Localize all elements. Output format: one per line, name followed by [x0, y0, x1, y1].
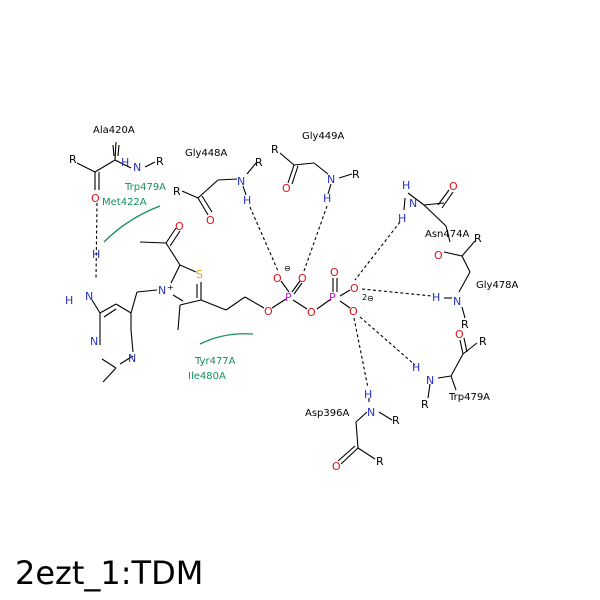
atom-r: R — [156, 155, 164, 168]
charge-minus: ⊖ — [367, 294, 374, 303]
atom-n: N — [327, 173, 335, 186]
atom-h: H — [323, 192, 331, 205]
atom-n: N — [426, 374, 434, 387]
atom-r: R — [474, 232, 482, 245]
atom-o: O — [206, 214, 215, 227]
hbond-trp479a — [359, 316, 416, 366]
hydrophobic-label-ile480a: Ile480A — [188, 371, 226, 382]
residue-label-asp396a: Asp396A — [305, 408, 349, 419]
atom-o: O — [455, 328, 464, 341]
atom-o: O — [434, 249, 443, 262]
atom-s: S — [196, 268, 203, 281]
hydrogen-bonds — [95, 202, 433, 389]
atom-o: O — [332, 460, 341, 473]
diagram-title: 2ezt_1:TDM — [15, 554, 203, 592]
atom-o: O — [298, 272, 307, 285]
atom-n: N — [237, 175, 245, 188]
hydrophobic-arc-tyr477a-ile480a — [199, 333, 254, 345]
residue-label-asn474a: Asn474A — [425, 229, 469, 240]
hbond-gly478a — [361, 288, 433, 297]
atom-h: H — [121, 156, 129, 169]
atom-n: N — [90, 335, 98, 348]
atom-r: R — [421, 398, 429, 411]
atom-r: R — [376, 455, 384, 468]
charge-plus: + — [167, 283, 174, 292]
atom-n: N — [367, 406, 375, 419]
atom-h: H — [402, 179, 410, 192]
hydrophobic-label-tyr477a: Tyr477A — [194, 356, 236, 367]
atom-o: O — [349, 305, 358, 318]
hydrophobic-labels: Trp479A Met422A Tyr477A Ile480A — [102, 182, 236, 382]
atom-n: N — [85, 290, 93, 303]
hydrophobic-label-met422a: Met422A — [102, 197, 147, 208]
atom-o: O — [449, 180, 458, 193]
charge-two: 2 — [362, 293, 367, 302]
hydrophobic-contacts — [103, 205, 254, 345]
residue-label-trp479a: Trp479A — [448, 392, 490, 403]
atom-o: O — [330, 266, 339, 279]
atom-o: O — [91, 192, 100, 205]
atom-n: N — [453, 295, 461, 308]
atom-r: R — [255, 156, 263, 169]
atom-r: R — [479, 335, 487, 348]
atom-o: O — [175, 220, 184, 233]
hydrophobic-arc-trp479a-met422a — [103, 205, 161, 243]
residue-label-gly449a: Gly449A — [302, 131, 345, 142]
atom-o: O — [264, 305, 273, 318]
atom-r: R — [352, 168, 360, 181]
atom-n: N — [128, 352, 136, 365]
atom-r: R — [392, 414, 400, 427]
hbond-asn474a — [354, 221, 401, 281]
atom-p: P — [285, 291, 292, 304]
residue-label-gly478a: Gly478A — [476, 280, 519, 291]
hbond-ala420a — [95, 202, 98, 279]
atom-n: N — [409, 197, 417, 210]
residue-labels: Ala420A Gly448A Gly449A Asn474A Gly478A … — [93, 125, 519, 419]
residue-label-ala420a: Ala420A — [93, 125, 135, 136]
hydrophobic-label-trp479a: Trp479A — [124, 182, 166, 193]
atom-r: R — [271, 143, 279, 156]
atom-r: R — [461, 318, 469, 331]
atom-p: P — [329, 291, 336, 304]
atom-h: H — [92, 248, 100, 261]
atom-h: H — [412, 361, 420, 374]
ligand-bonds — [91, 227, 351, 383]
atom-r: R — [69, 153, 77, 166]
charge-minus: ⊖ — [284, 264, 291, 273]
atom-o: O — [282, 182, 291, 195]
atom-r: R — [173, 185, 181, 198]
atom-o: O — [273, 272, 282, 285]
hbond-gly449a — [303, 205, 328, 272]
atom-n: N — [158, 284, 166, 297]
residue-bonds — [76, 141, 478, 465]
atom-o: O — [350, 282, 359, 295]
atom-h: H — [243, 194, 251, 207]
atom-o: O — [307, 306, 316, 319]
hbond-asp396a — [353, 317, 369, 389]
atom-n: N — [133, 161, 141, 174]
hbond-gly448a — [249, 206, 279, 272]
atom-h: H — [432, 291, 440, 304]
atom-h: H — [398, 212, 406, 225]
atom-labels: R O N H R R O N H R R O N H R H N H O R … — [65, 143, 487, 473]
atom-h: H — [65, 294, 73, 307]
atom-h: H — [364, 388, 372, 401]
residue-label-gly448a: Gly448A — [185, 148, 228, 159]
